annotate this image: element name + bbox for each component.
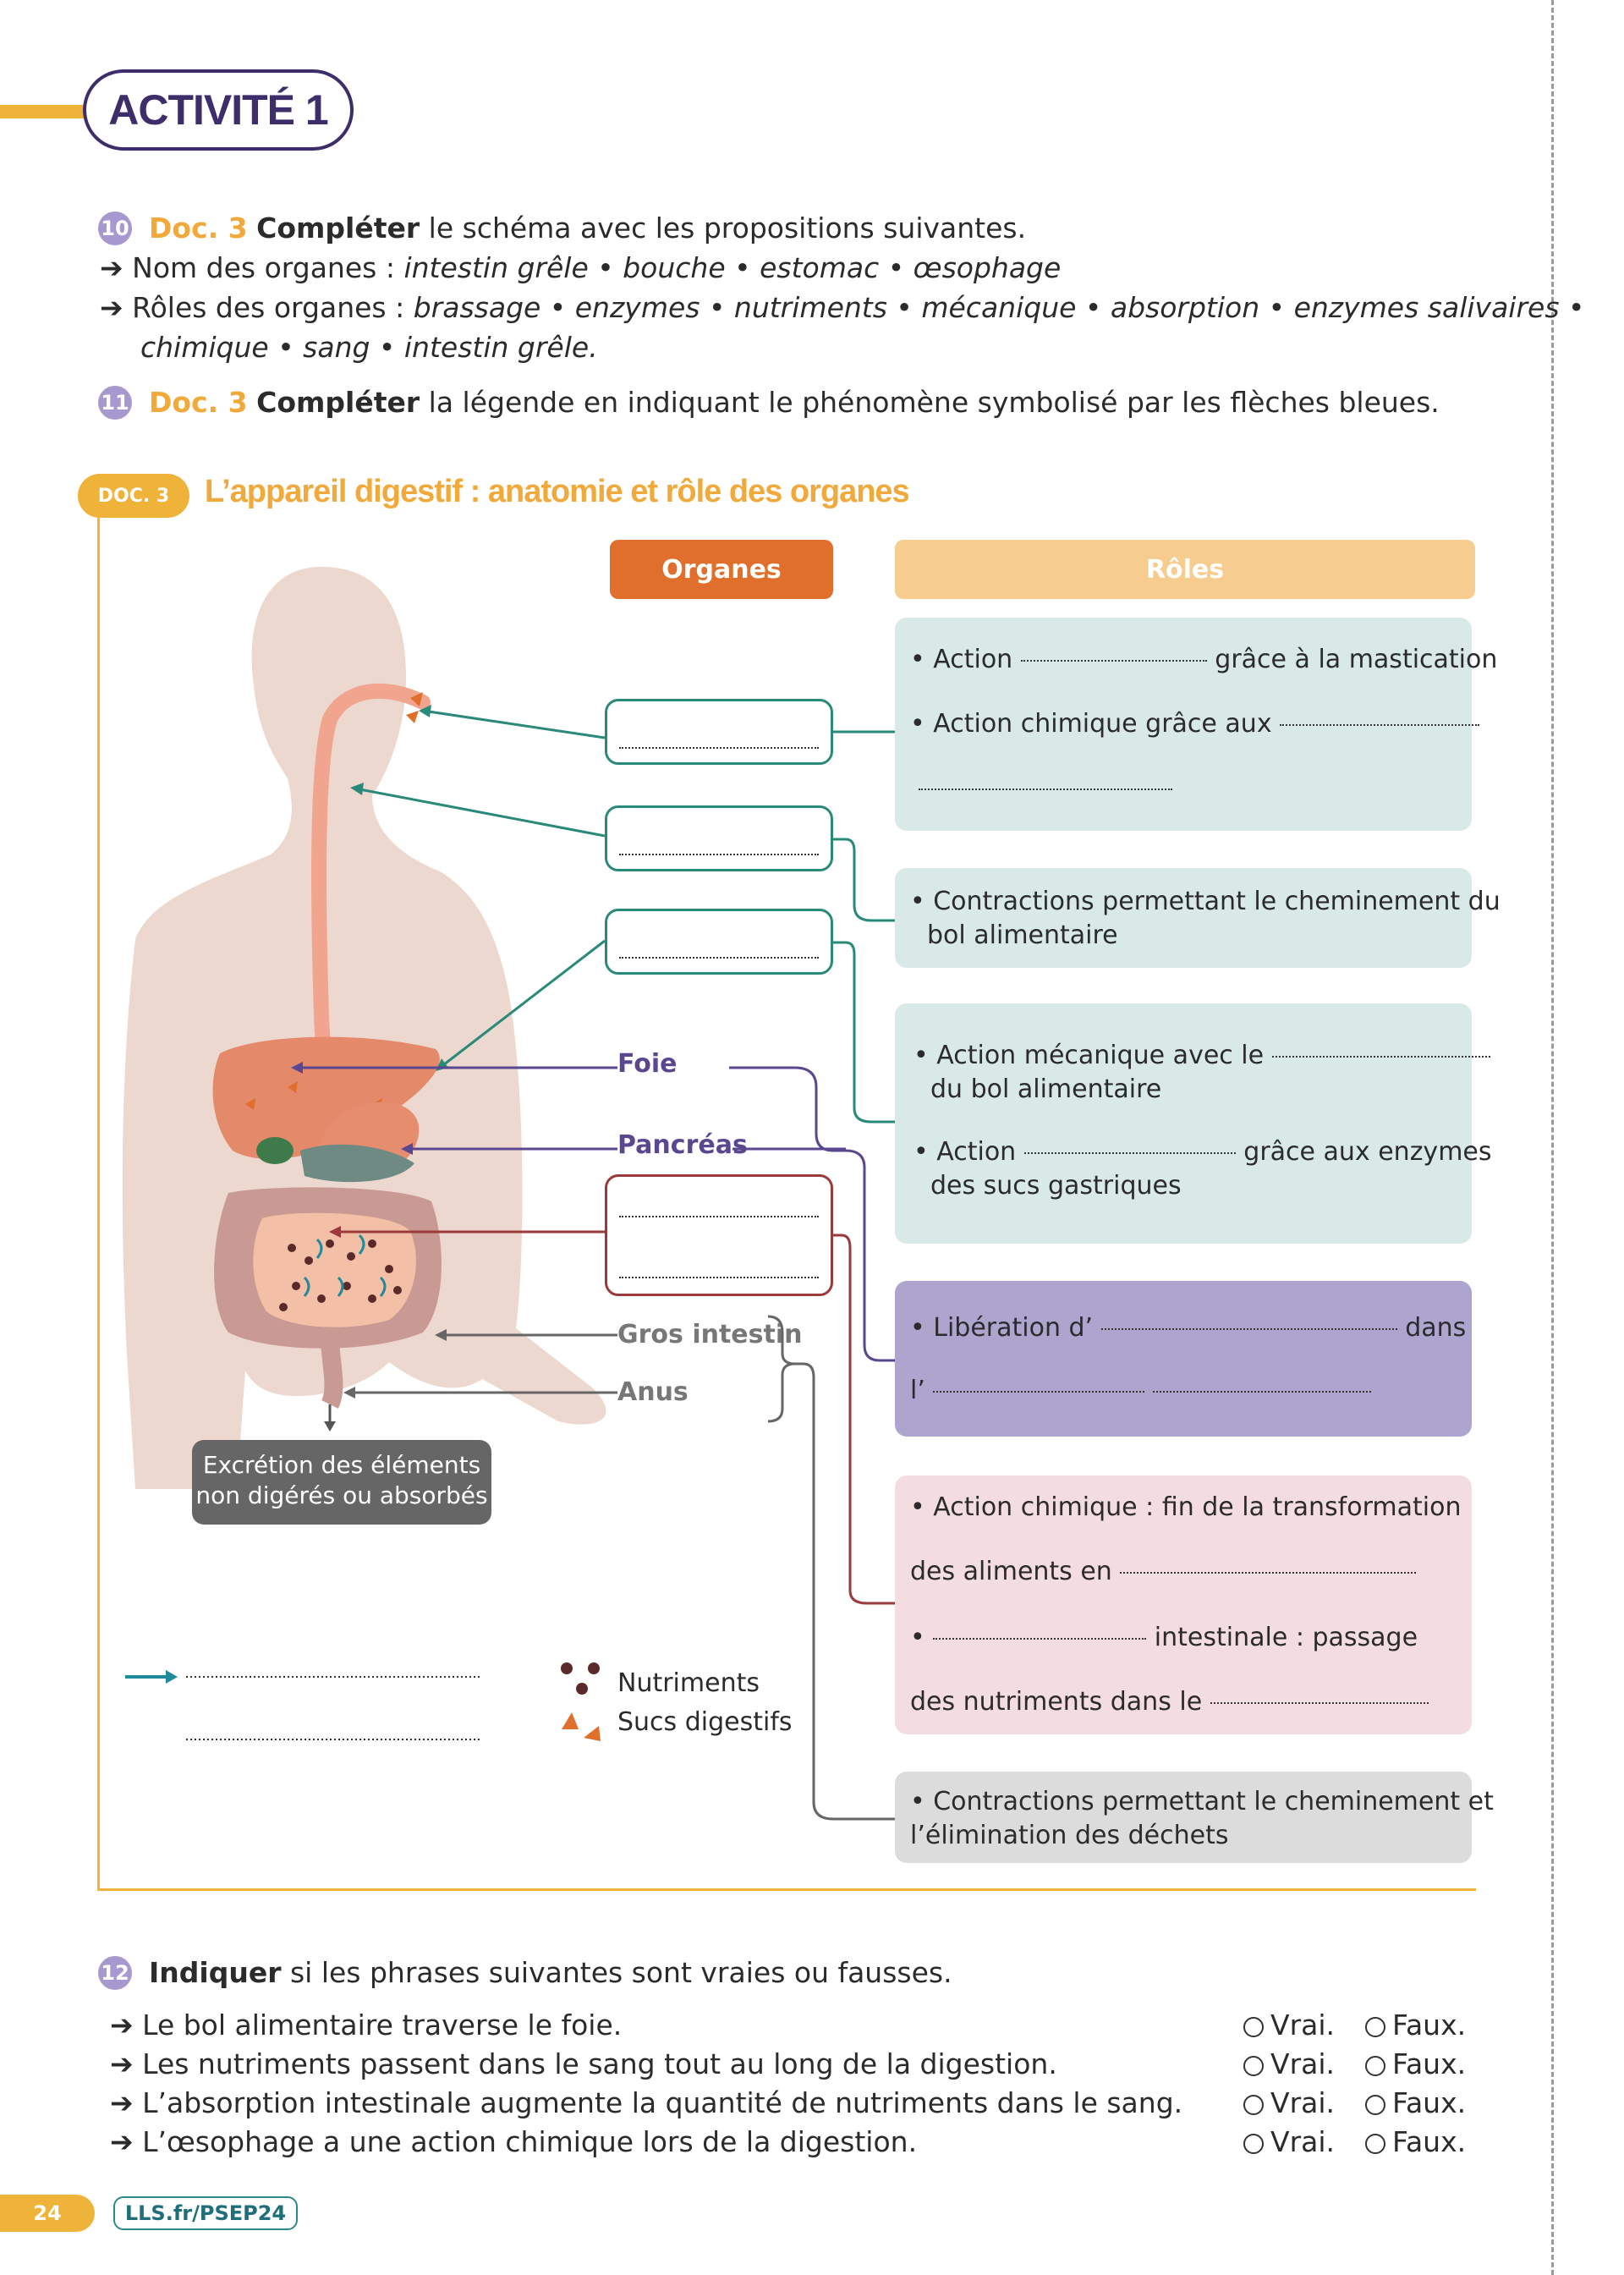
role-box-mouth: • Action grâce à la mastication • Action… xyxy=(895,618,1497,831)
question-number-10: 10 xyxy=(98,212,132,245)
blank[interactable] xyxy=(933,1637,1147,1640)
excretion-tag: Excrétion des éléments non digérés ou ab… xyxy=(192,1440,491,1525)
connector-lines xyxy=(125,705,895,1821)
radio-vrai-3[interactable]: Vrai. xyxy=(1243,2086,1335,2119)
question-number-12: 12 xyxy=(98,1956,132,1990)
arrow-icon: ➔ xyxy=(110,2047,143,2080)
organ-box-small-intestine[interactable] xyxy=(605,1174,833,1296)
arrow-icon: ➔ xyxy=(110,2008,143,2041)
column-header-roles: Rôles xyxy=(895,540,1475,599)
radio-circle-icon[interactable] xyxy=(1365,2056,1385,2076)
radio-faux-2[interactable]: Faux. xyxy=(1365,2047,1466,2080)
digestive-system-illustration xyxy=(122,567,606,1489)
nutrient-dots xyxy=(279,1239,402,1311)
blank[interactable] xyxy=(1210,1701,1429,1704)
doc-title: L’appareil digestif : anatomie et rôle d… xyxy=(205,474,910,509)
doc-reference: Doc. 3 xyxy=(149,386,248,419)
arrow-icon: ➔ xyxy=(110,2086,143,2119)
radio-circle-icon[interactable] xyxy=(1365,2017,1385,2037)
role-box-small-intestine: • Action chimique : fin de la transforma… xyxy=(895,1475,1472,1734)
q11-verb: Compléter xyxy=(256,386,420,419)
label-liver: Foie xyxy=(617,1049,678,1079)
organ-box-stomach[interactable] xyxy=(605,909,833,975)
doc-badge: DOC. 3 xyxy=(78,474,189,518)
arrow-icon: ➔ xyxy=(100,251,133,284)
q10-organs-prefix: Nom des organes : xyxy=(132,251,404,284)
blank[interactable] xyxy=(1271,1055,1490,1058)
q12-statement-3: ➔ L’absorption intestinale augmente la q… xyxy=(110,2086,1183,2119)
organ-box-mouth[interactable] xyxy=(605,699,833,765)
q10-verb: Compléter xyxy=(256,212,420,245)
page-number: 24 xyxy=(0,2195,95,2232)
radio-faux-1[interactable]: Faux. xyxy=(1365,2008,1466,2041)
blank[interactable] xyxy=(1152,1390,1371,1393)
q12-text: si les phrases suivantes sont vraies ou … xyxy=(281,1956,952,1989)
saliva-triangle xyxy=(410,692,423,706)
label-pancreas: Pancréas xyxy=(617,1130,748,1160)
q10-roles-prefix: Rôles des organes : xyxy=(132,291,414,324)
q10-roles-list: brassage • enzymes • nutriments • mécani… xyxy=(413,291,1585,324)
arrow-icon: ➔ xyxy=(110,2125,143,2158)
column-header-organs: Organes xyxy=(610,540,833,599)
q11-line: Doc. 3 Compléter la légende en indiquant… xyxy=(149,386,1440,419)
header-accent-bar xyxy=(0,105,102,118)
pancreas xyxy=(300,1144,414,1183)
label-large-intestine: Gros intestin xyxy=(617,1320,803,1349)
radio-circle-icon[interactable] xyxy=(1243,2056,1264,2076)
q12-verb: Indiquer xyxy=(149,1956,282,1989)
cut-line xyxy=(1551,0,1554,2275)
legend-nutrients: Nutriments xyxy=(617,1668,760,1698)
gallbladder xyxy=(256,1137,294,1164)
saliva-triangle xyxy=(406,711,419,723)
radio-faux-3[interactable]: Faux. xyxy=(1365,2086,1466,2119)
activity-title: ACTIVITÉ 1 xyxy=(83,69,354,151)
blank[interactable] xyxy=(1020,659,1207,662)
excretion-line-2: non digérés ou absorbés xyxy=(195,1481,488,1509)
q10-line-2: ➔ Nom des organes : intestin grêle • bou… xyxy=(100,251,1061,284)
q12-statement-4: ➔ L’œsophage a une action chimique lors … xyxy=(110,2125,918,2158)
q10-text: le schéma avec les propositions suivante… xyxy=(420,212,1027,245)
blank[interactable] xyxy=(1100,1327,1397,1330)
legend-digestive-juices: Sucs digestifs xyxy=(617,1707,793,1737)
doc-reference: Doc. 3 xyxy=(149,212,248,245)
radio-vrai-4[interactable]: Vrai. xyxy=(1243,2125,1335,2158)
blank[interactable] xyxy=(1280,723,1480,726)
role-box-large-intestine: • Contractions permettant le cheminement… xyxy=(895,1772,1494,1863)
radio-circle-icon[interactable] xyxy=(1243,2017,1264,2037)
q11-text: la légende en indiquant le phénomène sym… xyxy=(420,386,1440,419)
radio-circle-icon[interactable] xyxy=(1365,2134,1385,2154)
arrow-icon: ➔ xyxy=(100,291,133,324)
radio-circle-icon[interactable] xyxy=(1243,2095,1264,2115)
q10-line-4: chimique • sang • intestin grêle. xyxy=(140,331,598,364)
radio-circle-icon[interactable] xyxy=(1365,2095,1385,2115)
excretion-line-1: Excrétion des éléments xyxy=(202,1451,481,1479)
blank[interactable] xyxy=(919,788,1172,790)
doc-frame-bottom xyxy=(97,1888,1476,1891)
radio-faux-4[interactable]: Faux. xyxy=(1365,2125,1466,2158)
question-number-11: 11 xyxy=(98,386,132,420)
blank[interactable] xyxy=(1120,1571,1417,1574)
radio-vrai-1[interactable]: Vrai. xyxy=(1243,2008,1335,2041)
absorption-arrows xyxy=(303,1234,387,1297)
radio-circle-icon[interactable] xyxy=(1243,2134,1264,2154)
role-box-pancreas: • Libération d’ dans l’ xyxy=(895,1281,1472,1437)
q12-line: Indiquer si les phrases suivantes sont v… xyxy=(149,1956,952,1989)
rectum xyxy=(321,1336,343,1409)
blank[interactable] xyxy=(933,1390,1145,1393)
role-box-oesophagus: • Contractions permettant le cheminement… xyxy=(895,868,1501,968)
q10-line-1: Doc. 3 Compléter le schéma avec les prop… xyxy=(149,212,1026,245)
doc-frame-left xyxy=(97,518,100,1890)
role-box-stomach: • Action mécanique avec le du bol alimen… xyxy=(895,1003,1492,1244)
q12-statement-2: ➔ Les nutriments passent dans le sang to… xyxy=(110,2047,1057,2080)
q10-organs-list: intestin grêle • bouche • estomac • œsop… xyxy=(403,251,1062,284)
radio-vrai-2[interactable]: Vrai. xyxy=(1243,2047,1335,2080)
q12-statement-1: ➔ Le bol alimentaire traverse le foie. xyxy=(110,2008,623,2041)
label-anus: Anus xyxy=(617,1377,689,1407)
q10-line-3: ➔ Rôles des organes : brassage • enzymes… xyxy=(100,291,1584,324)
resource-link[interactable]: LLS.fr/PSEP24 xyxy=(113,2196,298,2230)
blank[interactable] xyxy=(1023,1151,1236,1154)
organ-box-oesophagus[interactable] xyxy=(605,805,833,871)
